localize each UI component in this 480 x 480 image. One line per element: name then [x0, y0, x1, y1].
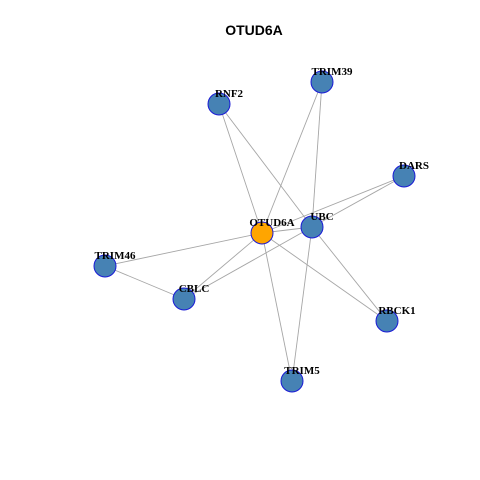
node-label-rnf2: RNF2: [215, 88, 244, 100]
edge-trim39-ubc: [311, 81, 323, 228]
edge-trim46-cblc: [104, 265, 185, 300]
node-ubc: [300, 215, 324, 239]
edge-otud6a-cblc: [183, 232, 263, 300]
node-label-dars: DARS: [399, 160, 429, 172]
edge-trim39-otud6a: [261, 81, 323, 234]
edge-rnf2-ubc: [218, 103, 313, 228]
edge-otud6a-rbck1: [261, 232, 388, 322]
edge-otud6a-trim46: [104, 232, 263, 267]
edge-otud6a-trim5: [261, 232, 293, 382]
edge-dars-otud6a: [261, 175, 405, 234]
edge-dars-ubc: [311, 175, 405, 228]
node-trim46: [93, 254, 117, 278]
node-label-ubc: UBC: [310, 211, 333, 223]
node-label-otud6a: OTUD6A: [249, 217, 294, 229]
node-cblc: [172, 287, 196, 311]
node-otud6a: [250, 221, 274, 245]
node-dars: [392, 164, 416, 188]
edges-layer: [104, 81, 405, 382]
node-trim5: [280, 369, 304, 393]
node-rbck1: [375, 309, 399, 333]
node-label-cblc: CBLC: [179, 283, 210, 295]
diagram-title: OTUD6A: [225, 22, 283, 38]
node-label-trim39: TRIM39: [312, 66, 353, 78]
edge-ubc-trim5: [291, 226, 313, 382]
node-rnf2: [207, 92, 231, 116]
node-label-rbck1: RBCK1: [378, 305, 415, 317]
nodes-layer: [93, 70, 416, 393]
edge-rnf2-otud6a: [218, 103, 263, 234]
edge-ubc-cblc: [183, 226, 313, 300]
edge-ubc-rbck1: [311, 226, 388, 322]
node-label-trim5: TRIM5: [284, 365, 320, 377]
node-label-trim46: TRIM46: [95, 250, 136, 262]
node-trim39: [310, 70, 334, 94]
